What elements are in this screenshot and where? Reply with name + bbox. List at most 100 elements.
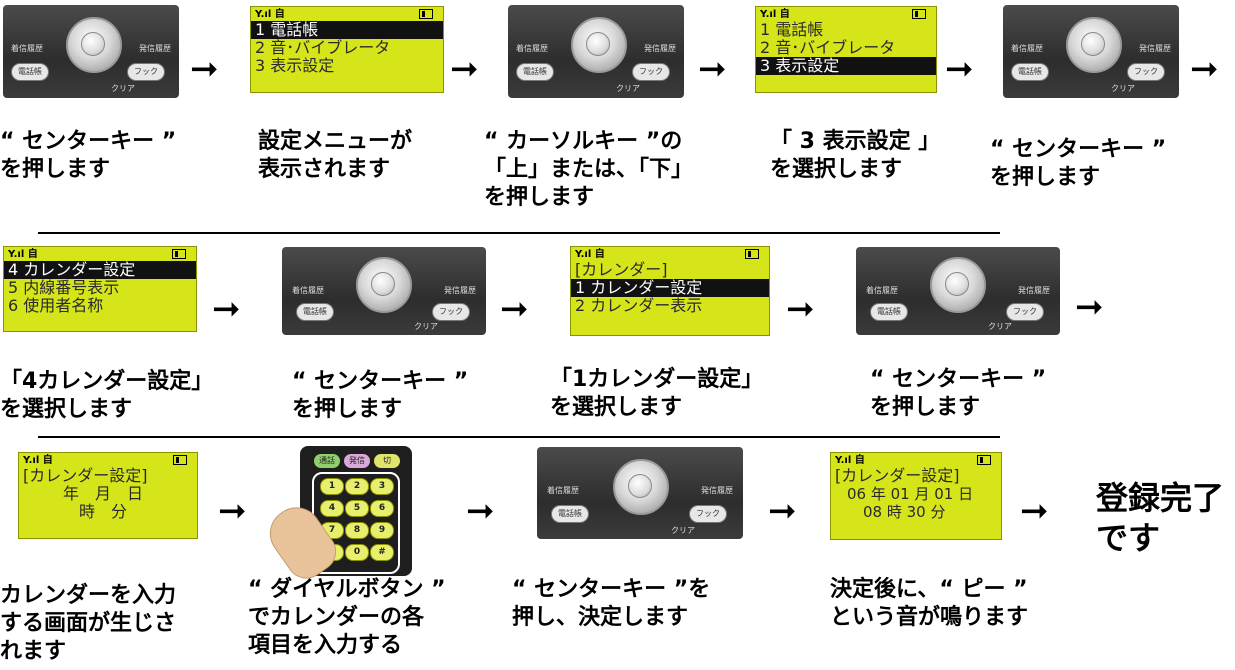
phone-keys-image: 着信履歴 発信履歴 電話帳 フック クリア — [537, 447, 743, 539]
step-caption: 設定メニューが表示されます — [258, 129, 413, 182]
phonebook-button: 電話帳 — [11, 63, 49, 81]
menu-line: 1 電話帳 — [760, 20, 824, 39]
signal-icon: Y.ıl 自 — [835, 455, 865, 466]
key-2: 2 — [345, 478, 369, 495]
menu-line: 2 カレンダー表示 — [575, 296, 703, 315]
key-1: 1 — [320, 478, 344, 495]
flow-arrow: ➞ — [218, 491, 247, 531]
screen-header: [カレンダー設定] — [835, 466, 960, 485]
registration-complete-text: 登録完了です — [1096, 479, 1225, 557]
step-caption: “ センターキー ”を押します — [870, 367, 1047, 420]
phone-keys-image: 着信履歴 発信履歴 電話帳 フック クリア — [508, 5, 684, 98]
incoming-history-label: 着信履歴 — [1011, 44, 1043, 53]
battery-icon — [172, 249, 186, 259]
dial-pad-image: 通話 発信 切 1 2 3 4 5 6 7 8 9 * 0 # — [300, 446, 412, 576]
center-key — [81, 32, 105, 56]
outgoing-history-label: 発信履歴 — [139, 44, 171, 53]
lcd-screen-menu: Y.ıl 自 1 電話帳 2 音･バイブレータ 3 表示設定 — [755, 6, 937, 93]
flow-arrow: ➞ — [190, 49, 219, 89]
battery-icon — [173, 455, 187, 465]
phonebook-button: 電話帳 — [551, 505, 589, 523]
clear-label: クリア — [671, 526, 695, 535]
key-8: 8 — [345, 522, 369, 539]
key-9: 9 — [370, 522, 394, 539]
clear-label: クリア — [1111, 84, 1135, 93]
outgoing-history-label: 発信履歴 — [444, 286, 476, 295]
clear-label: クリア — [988, 322, 1012, 331]
outgoing-history-label: 発信履歴 — [644, 44, 676, 53]
phone-keys-image: 着信履歴 発信履歴 電話帳 フック クリア — [856, 247, 1060, 335]
lcd-screen-calendar-done: Y.ıl 自 [カレンダー設定] 06 年 01 月 01 日 08 時 30 … — [830, 452, 1002, 540]
flow-arrow: ➞ — [1190, 49, 1219, 89]
battery-icon — [977, 455, 991, 465]
center-key — [945, 272, 969, 296]
screen-header: [カレンダー設定] — [23, 466, 148, 485]
flow-arrow: ➞ — [450, 49, 479, 89]
key-3: 3 — [370, 478, 394, 495]
flow-arrow: ➞ — [698, 49, 727, 89]
lcd-screen-menu: Y.ıl 自 4 カレンダー設定 5 内線番号表示 6 使用者名称 — [3, 246, 197, 332]
flow-arrow: ➞ — [212, 289, 241, 329]
phone-keys-image: 着信履歴 発信履歴 電話帳 フック クリア — [282, 247, 486, 335]
divider — [38, 436, 1000, 438]
phonebook-button: 電話帳 — [870, 303, 908, 321]
center-key — [1081, 32, 1105, 56]
phonebook-button: 電話帳 — [1011, 63, 1049, 81]
battery-icon — [745, 249, 759, 259]
step-caption: “ カーソルキー ”の「上」または、「下」を押します — [484, 129, 694, 210]
step-caption: 決定後に、“ ピー ”という音が鳴ります — [830, 577, 1029, 630]
center-key — [628, 474, 652, 498]
signal-icon: Y.ıl 自 — [23, 455, 53, 466]
step-caption: “ センターキー ”を押します — [990, 137, 1167, 190]
battery-icon — [912, 9, 926, 19]
lcd-screen-calendar-menu: Y.ıl 自 [カレンダー] 1 カレンダー設定 2 カレンダー表示 — [570, 246, 770, 336]
menu-line: 1 電話帳 — [251, 21, 443, 39]
hook-button: フック — [432, 303, 470, 321]
step-caption: カレンダーを入力する画面が生じされます — [0, 583, 177, 664]
dial-key: 発信 — [344, 454, 370, 468]
call-key: 通話 — [314, 454, 340, 468]
signal-icon: Y.ıl 自 — [760, 9, 790, 20]
step-caption: “ センターキー ”を押し、決定します — [512, 577, 711, 630]
menu-line: 3 表示設定 — [255, 56, 335, 75]
clear-label: クリア — [414, 322, 438, 331]
phonebook-button: 電話帳 — [516, 63, 554, 81]
incoming-history-label: 着信履歴 — [516, 44, 548, 53]
lcd-screen-calendar-input: Y.ıl 自 [カレンダー設定] 年 月 日 時 分 — [18, 452, 198, 539]
hook-button: フック — [127, 63, 165, 81]
menu-line: 2 音･バイブレータ — [255, 38, 391, 57]
hook-button: フック — [632, 63, 670, 81]
phonebook-button: 電話帳 — [296, 303, 334, 321]
time-line: 08 時 30 分 — [863, 503, 946, 521]
key-hash: # — [370, 544, 394, 561]
time-line: 時 分 — [79, 502, 128, 521]
outgoing-history-label: 発信履歴 — [701, 486, 733, 495]
date-line: 06 年 01 月 01 日 — [847, 485, 974, 503]
menu-line: 2 音･バイブレータ — [760, 38, 896, 57]
incoming-history-label: 着信履歴 — [866, 286, 898, 295]
flow-arrow: ➞ — [786, 289, 815, 329]
center-key — [371, 272, 395, 296]
flow-arrow: ➞ — [1075, 287, 1104, 327]
flow-arrow: ➞ — [1020, 491, 1049, 531]
date-line: 年 月 日 — [63, 484, 144, 503]
flow-arrow: ➞ — [466, 491, 495, 531]
clear-label: クリア — [111, 84, 135, 93]
menu-line: 3 表示設定 — [756, 57, 936, 75]
step-caption: 「4カレンダー設定」を選択します — [0, 369, 214, 422]
menu-line: [カレンダー] — [575, 260, 668, 279]
signal-icon: Y.ıl 自 — [255, 9, 285, 20]
menu-line: 6 使用者名称 — [8, 296, 104, 315]
signal-icon: Y.ıl 自 — [575, 249, 605, 260]
battery-icon — [419, 9, 433, 19]
phone-keys-image: 着信履歴 発信履歴 電話帳 フック クリア — [3, 5, 179, 98]
key-4: 4 — [320, 500, 344, 517]
hook-button: フック — [689, 505, 727, 523]
divider — [38, 232, 1000, 234]
step-caption: “ センターキー ”を押します — [292, 369, 469, 422]
cursor-key-ring — [66, 17, 122, 73]
incoming-history-label: 着信履歴 — [292, 286, 324, 295]
menu-line: 1 カレンダー設定 — [571, 279, 769, 297]
menu-line: 4 カレンダー設定 — [4, 261, 196, 279]
signal-icon: Y.ıl 自 — [8, 249, 38, 260]
